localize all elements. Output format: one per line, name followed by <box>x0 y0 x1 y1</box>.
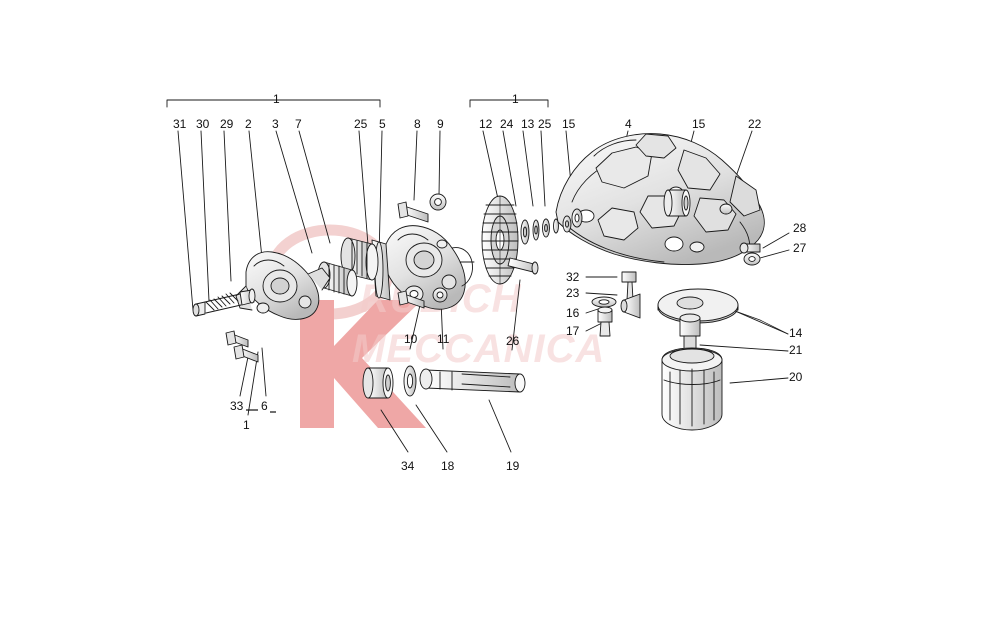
callout-1-bottom: 1 <box>243 418 250 432</box>
callout-4: 4 <box>625 117 632 131</box>
shaft-19 <box>419 368 526 393</box>
callout-24: 24 <box>500 117 514 131</box>
washer-stack-gear <box>520 208 583 245</box>
callout-26: 26 <box>506 334 520 348</box>
callout-28: 28 <box>793 221 807 235</box>
callout-33: 33 <box>230 399 244 413</box>
part-28-bolt <box>739 242 761 254</box>
bracket-left <box>166 99 381 108</box>
bush-34 <box>362 367 394 399</box>
callout-32: 32 <box>566 270 580 284</box>
callout-31: 31 <box>173 117 187 131</box>
part-26-cone <box>620 293 641 319</box>
callout-11: 11 <box>437 332 450 346</box>
part-27-washer <box>743 252 761 266</box>
callout-7: 7 <box>295 117 302 131</box>
callout-3: 3 <box>272 117 279 131</box>
bolt-lower-left-b <box>233 344 259 363</box>
callout-22: 22 <box>748 117 762 131</box>
callout-29: 29 <box>220 117 234 131</box>
washer-18 <box>403 365 417 397</box>
filter-nipple-21 <box>679 313 701 353</box>
callout-27: 27 <box>793 241 807 255</box>
callout-13: 13 <box>521 117 535 131</box>
callout-18: 18 <box>441 459 455 473</box>
callout-12: 12 <box>479 117 493 131</box>
callout-25-a: 25 <box>354 117 368 131</box>
callout-6: 6 <box>261 399 268 413</box>
bush-right <box>663 189 691 217</box>
callout-8: 8 <box>414 117 421 131</box>
relief-valve-assembly <box>192 288 256 317</box>
callout-25-b: 25 <box>538 117 552 131</box>
watermark-line2: MECCANICA <box>352 327 605 371</box>
gear-shaft <box>507 257 539 275</box>
callout-17: 17 <box>566 324 580 338</box>
bracket-right <box>469 99 549 108</box>
washer-11 <box>432 287 448 303</box>
part-22-sleeve <box>719 203 733 215</box>
callout-9: 9 <box>437 117 444 131</box>
callout-16: 16 <box>566 306 580 320</box>
callout-15-a: 15 <box>562 117 576 131</box>
callout-5: 5 <box>379 117 386 131</box>
callout-20: 20 <box>789 370 803 384</box>
callout-30: 30 <box>196 117 210 131</box>
valve-spring <box>204 292 242 314</box>
callout-15-b: 15 <box>692 117 706 131</box>
part-32-pin <box>621 271 637 301</box>
bolt-10 <box>397 290 425 309</box>
bolt-lower-left-a <box>225 330 249 348</box>
callout-19: 19 <box>506 459 520 473</box>
filter-mount-flange <box>657 288 739 324</box>
callout-2: 2 <box>245 117 252 131</box>
bolt-8 <box>397 201 429 223</box>
callout-10: 10 <box>404 332 418 346</box>
callout-21: 21 <box>789 343 803 357</box>
washer-9 <box>429 193 447 211</box>
bracket-label-left: 1 <box>273 92 280 106</box>
oil-pump-body <box>382 225 475 310</box>
part-16-17-valve <box>597 306 613 337</box>
callout-34: 34 <box>401 459 415 473</box>
callout-14: 14 <box>789 326 803 340</box>
bracket-label-right: 1 <box>512 92 519 106</box>
callout-23: 23 <box>566 286 580 300</box>
oil-filter-20 <box>661 347 723 431</box>
pump-rotor-set <box>317 237 379 297</box>
